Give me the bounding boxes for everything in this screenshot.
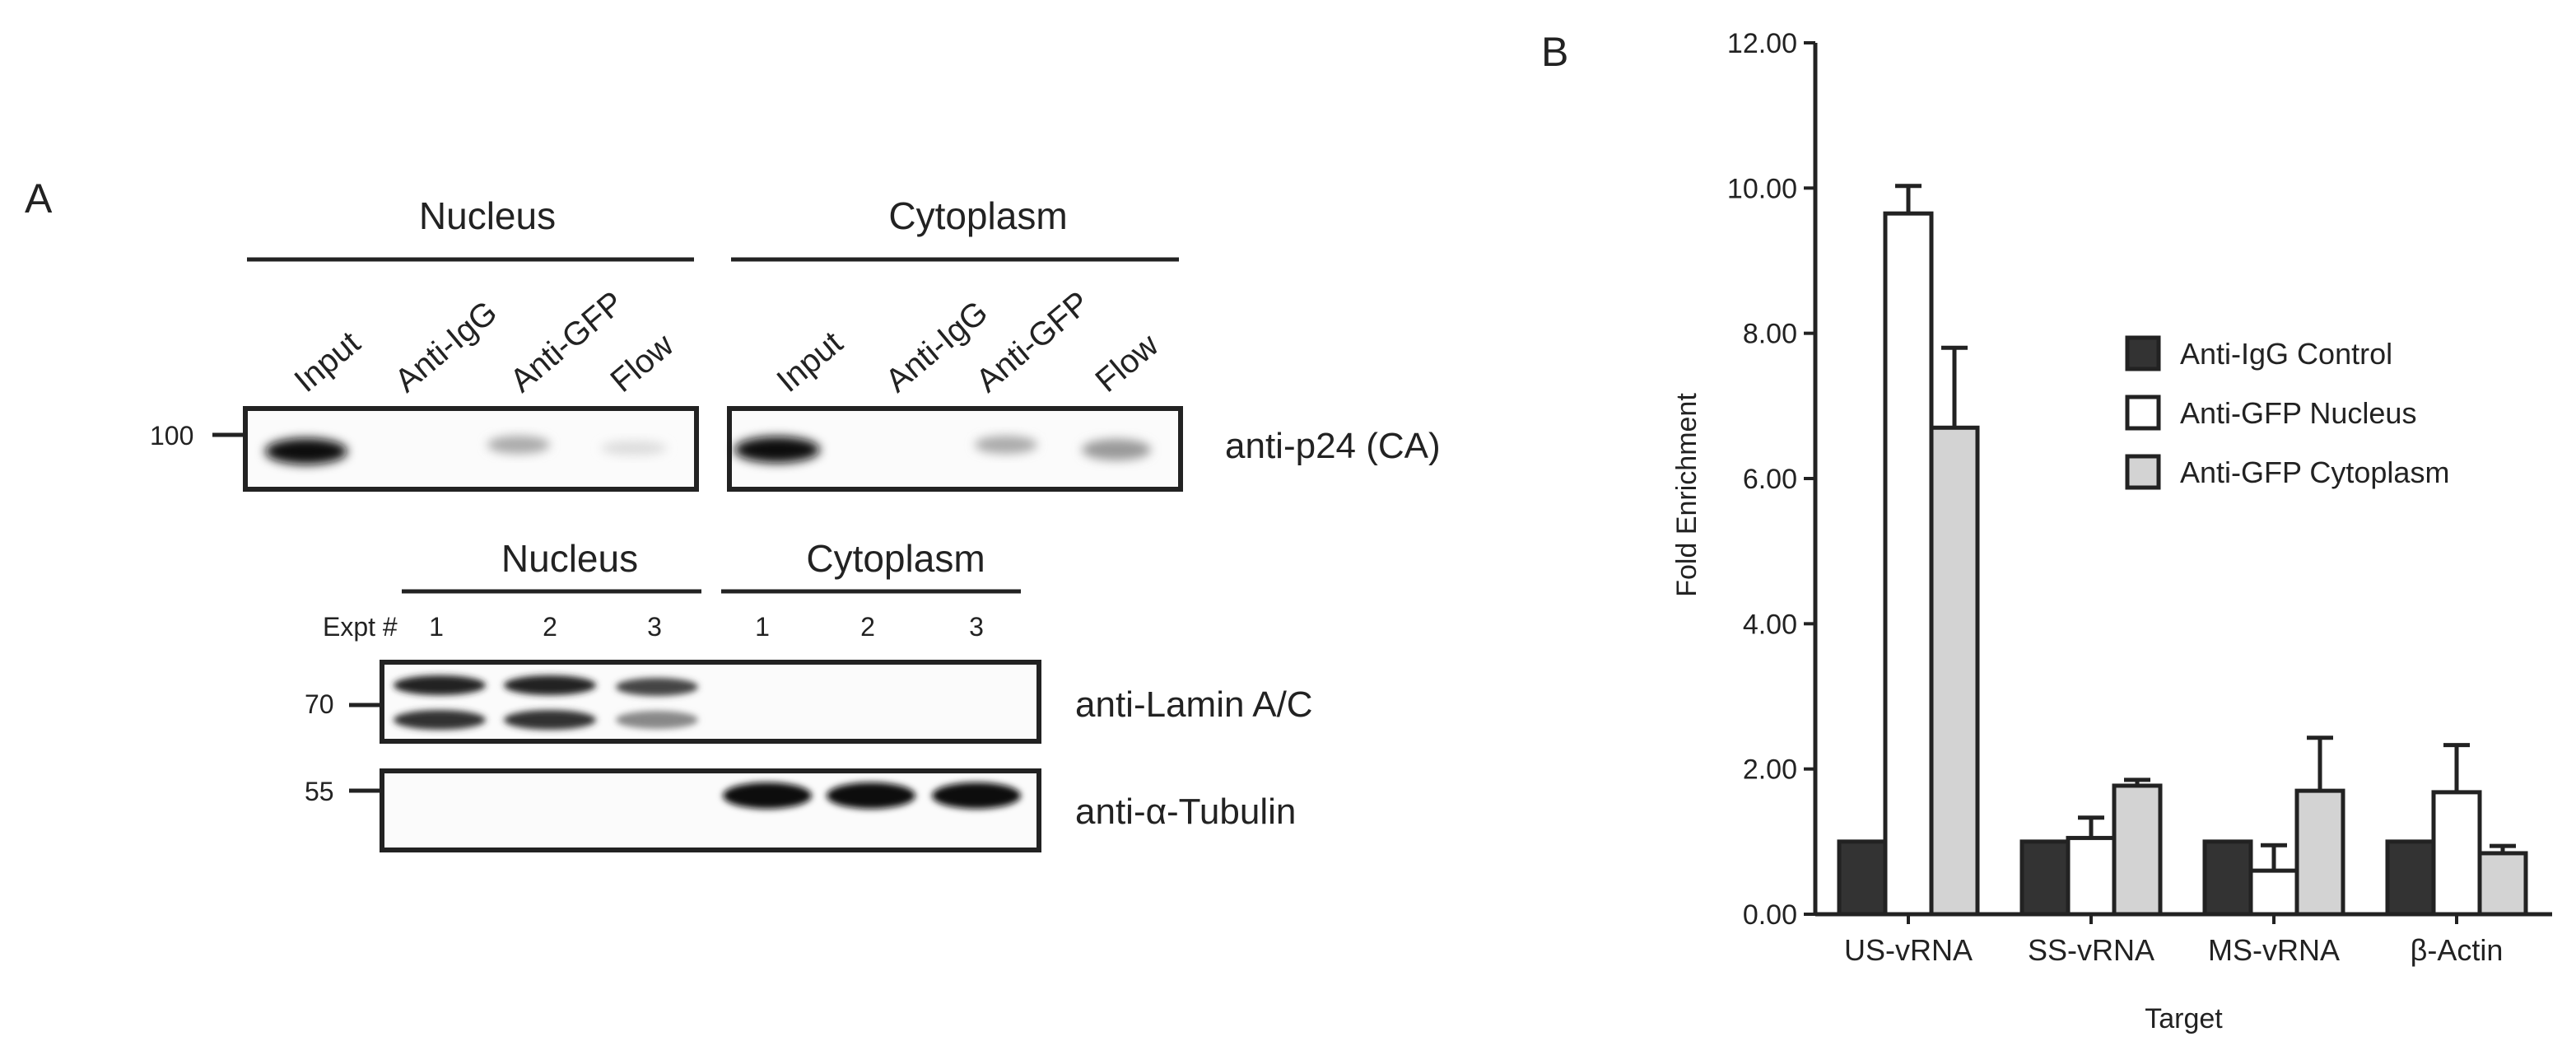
- expt-label: Expt #: [323, 612, 398, 642]
- lane-label-cytoplasm-flow: Flow: [1089, 327, 1166, 399]
- legend-swatch: [2125, 335, 2161, 371]
- x-tick-label: US-vRNA: [1844, 933, 1973, 967]
- bar: [2202, 839, 2253, 917]
- y-tick-label: 6.00: [1743, 464, 1797, 495]
- lane-label-cytoplasm-anti-gfp: Anti-GFP: [970, 284, 1097, 399]
- bar: [2112, 783, 2163, 917]
- tubulin-band: [723, 782, 812, 809]
- band-nucleus-flow: [601, 441, 667, 455]
- bar: [2477, 851, 2528, 917]
- band-nucleus-anti-gfp: [487, 436, 550, 454]
- x-tick-label: SS-vRNA: [2028, 933, 2154, 967]
- top-header-cytoplasm: Cytoplasm: [888, 194, 1067, 237]
- bar: [2066, 835, 2117, 917]
- y-tick-label: 10.00: [1727, 173, 1797, 204]
- band-nucleus-input: [265, 438, 347, 465]
- bar: [2294, 788, 2345, 917]
- bottom-header-cytoplasm: Cytoplasm: [806, 537, 985, 580]
- lane-label-nucleus-anti-gfp: Anti-GFP: [504, 284, 631, 399]
- lamin-band-upper: [394, 675, 486, 695]
- bar: [1883, 211, 1934, 917]
- panel-b-label: B: [1541, 29, 1568, 75]
- expt-number: 3: [647, 612, 662, 642]
- lamin-mw-marker: 70: [305, 689, 334, 719]
- top-mw-marker: 100: [150, 421, 193, 451]
- bar: [2248, 868, 2299, 917]
- y-tick-label: 12.00: [1727, 28, 1797, 59]
- bar: [1837, 839, 1888, 917]
- legend-swatch: [2125, 454, 2161, 490]
- band-cytoplasm-input: [734, 437, 820, 463]
- y-tick-label: 0.00: [1743, 899, 1797, 931]
- lamin-band-upper: [504, 675, 596, 695]
- bar: [2431, 790, 2482, 917]
- y-axis-label: Fold Enrichment: [1671, 393, 1703, 597]
- lamin-blot: [380, 660, 1041, 744]
- y-tick-label: 2.00: [1743, 754, 1797, 786]
- lamin-band-lower: [504, 710, 596, 730]
- bar: [1929, 425, 1980, 917]
- tubulin-antibody-label: anti-α-Tubulin: [1075, 791, 1296, 832]
- lane-label-cytoplasm-anti-igg: Anti-IgG: [879, 294, 995, 399]
- tubulin-band: [827, 782, 915, 809]
- legend-swatch: [2125, 395, 2161, 431]
- tubulin-band: [932, 782, 1021, 809]
- y-tick-label: 8.00: [1743, 319, 1797, 350]
- lane-label-nucleus-input: Input: [288, 325, 367, 399]
- lamin-band-lower: [394, 710, 486, 730]
- bottom-header-nucleus: Nucleus: [501, 537, 638, 580]
- tubulin-blot: [380, 768, 1041, 852]
- top-header-nucleus: Nucleus: [419, 194, 556, 237]
- band-cytoplasm-flow: [1082, 439, 1151, 460]
- expt-number: 2: [860, 612, 875, 642]
- top-blot-nucleus: [243, 406, 699, 492]
- band-cytoplasm-anti-gfp: [975, 436, 1037, 454]
- lane-label-nucleus-flow: Flow: [604, 327, 681, 399]
- lane-label-nucleus-anti-igg: Anti-IgG: [389, 294, 505, 399]
- lamin-band-upper: [616, 678, 698, 696]
- expt-number: 3: [969, 612, 984, 642]
- legend-label: Anti-GFP Nucleus: [2180, 396, 2416, 430]
- expt-number: 1: [429, 612, 444, 642]
- lane-label-cytoplasm-input: Input: [771, 325, 850, 399]
- expt-number: 2: [543, 612, 557, 642]
- bar: [2385, 839, 2436, 917]
- expt-number: 1: [755, 612, 770, 642]
- top-antibody-label: anti-p24 (CA): [1225, 426, 1441, 466]
- legend-label: Anti-GFP Cytoplasm: [2180, 455, 2449, 489]
- panel-a-label: A: [25, 175, 53, 222]
- x-axis-label: Target: [2145, 1003, 2223, 1034]
- legend-label: Anti-IgG Control: [2180, 337, 2392, 371]
- x-tick-label: β-Actin: [2411, 933, 2504, 967]
- lamin-antibody-label: anti-Lamin A/C: [1075, 684, 1313, 725]
- bar: [2019, 839, 2071, 917]
- top-blot-cytoplasm: [727, 406, 1183, 492]
- y-tick-label: 4.00: [1743, 609, 1797, 640]
- lamin-band-lower: [616, 711, 698, 729]
- tubulin-mw-marker: 55: [305, 777, 334, 806]
- x-tick-label: MS-vRNA: [2208, 933, 2340, 967]
